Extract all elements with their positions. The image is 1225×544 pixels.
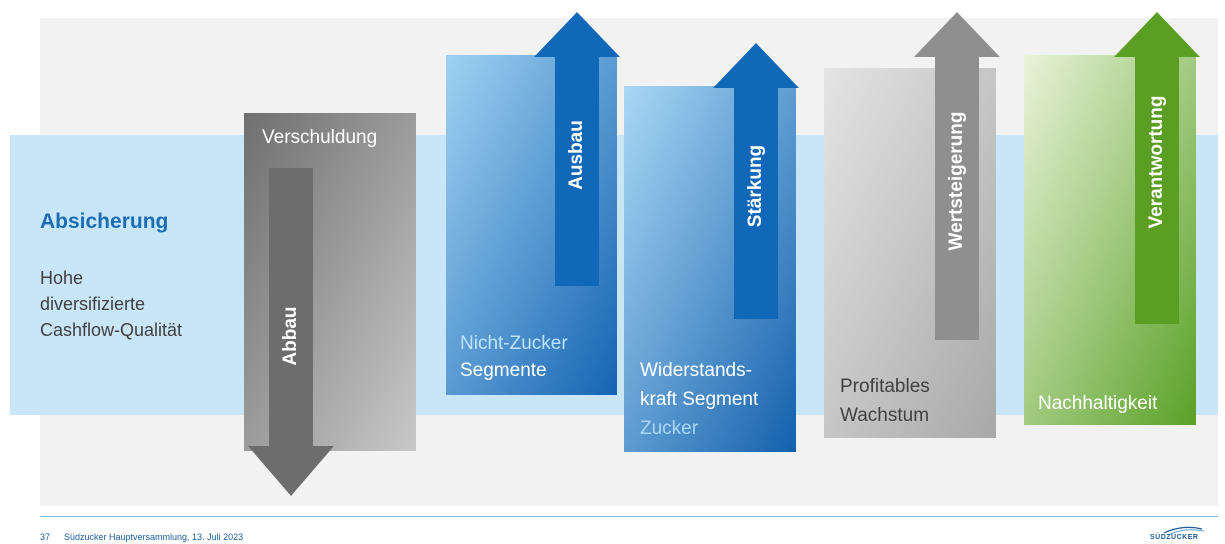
widerstandskraft-label-line-2: kraft Segment	[640, 389, 759, 410]
footer-divider	[40, 516, 1218, 517]
ausbau-arrow-up-icon	[534, 12, 620, 286]
abbau-label: Abbau	[280, 306, 301, 366]
wertsteigerung-label: Wertsteigerung	[946, 111, 967, 251]
absicherung-line-2: diversifizierte	[40, 294, 146, 314]
nachhaltigkeit-label: Nachhaltigkeit	[1038, 393, 1158, 414]
logo-swoosh-icon	[1163, 526, 1205, 535]
nicht-zucker-label-line-2: Segmente	[460, 360, 547, 381]
abbau-arrow-down-icon	[248, 168, 334, 496]
page-number: 37	[40, 532, 51, 542]
verschuldung-label: Verschuldung	[262, 127, 378, 148]
ausbau-label: Ausbau	[566, 120, 587, 190]
absicherung-line-3: Cashflow-Qualität	[40, 320, 183, 340]
profitables-wachstum-label-line-2: Wachstum	[840, 405, 930, 426]
staerkung-label: Stärkung	[745, 144, 766, 228]
widerstandskraft-label-line-1: Widerstands-	[640, 360, 752, 381]
profitables-wachstum-label-line-1: Profitables	[840, 376, 930, 397]
verantwortung-arrow-up-icon	[1114, 12, 1200, 324]
verantwortung-label: Verantwortung	[1146, 95, 1167, 229]
suedzucker-logo: SÜDZUCKER	[1150, 525, 1210, 543]
absicherung-line-1: Hohe	[40, 268, 84, 288]
nicht-zucker-label-line-1: Nicht-Zucker	[460, 333, 568, 354]
wertsteigerung-arrow-up-icon	[914, 12, 1000, 340]
widerstandskraft-label-line-3: Zucker	[640, 418, 699, 439]
footer-text: Südzucker Hauptversammlung, 13. Juli 202…	[64, 532, 244, 542]
absicherung-title: Absicherung	[40, 210, 169, 233]
staerkung-arrow-up-icon	[713, 43, 799, 319]
logo-text: SÜDZUCKER	[1150, 534, 1199, 541]
